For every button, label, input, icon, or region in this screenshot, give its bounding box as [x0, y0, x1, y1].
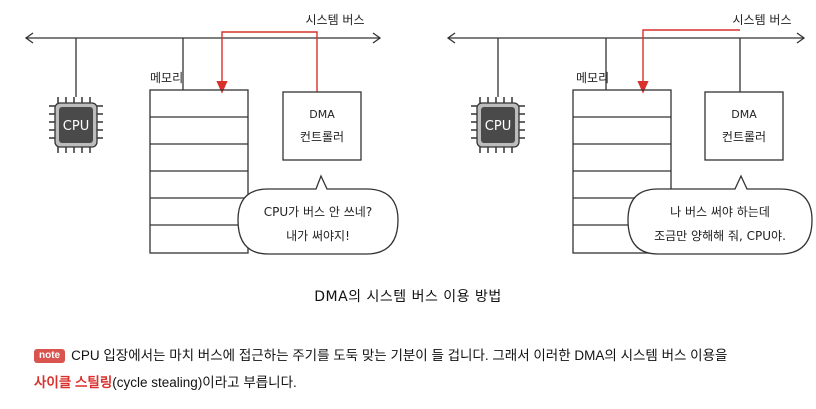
- dma-diagram: 시스템 버스: [24, 13, 813, 255]
- memory-label: 메모리: [576, 71, 609, 85]
- system-bus: [446, 32, 806, 44]
- note-text-before: CPU 입장에서는 마치 버스에 접근하는 주기를 도둑 맞는 기분이 들 겁니…: [71, 348, 728, 363]
- panel-right: 시스템 버스 CPU: [446, 13, 813, 255]
- note-text-after: (cycle stealing)이라고 부릅니다.: [112, 375, 297, 390]
- figure-caption: DMA의 시스템 버스 이용 방법: [314, 289, 502, 305]
- bubble-line1: 나 버스 써야 하는데: [670, 205, 770, 219]
- bubble-line1: CPU가 버스 안 쓰네?: [264, 205, 372, 219]
- dma-memory-path: [637, 29, 740, 94]
- bubble-line2: 내가 써야지!: [286, 229, 350, 243]
- note-paragraph: note CPU 입장에서는 마치 버스에 접근하는 주기를 도둑 맞는 기분이 …: [34, 342, 804, 396]
- panel-left: 시스템 버스: [24, 13, 399, 255]
- dma-label-line1: DMA: [731, 108, 757, 121]
- note-highlight-term: 사이클 스틸링: [34, 375, 113, 390]
- memory-block: [572, 89, 672, 254]
- dma-label-line2: 컨트롤러: [300, 130, 344, 144]
- note-badge: note: [34, 349, 66, 363]
- bus-label: 시스템 버스: [305, 13, 364, 27]
- cpu-label: CPU: [485, 119, 511, 134]
- dma-memory-path: [216, 31, 318, 94]
- cpu-chip: CPU: [49, 97, 103, 153]
- system-bus: [24, 32, 382, 44]
- bus-label: 시스템 버스: [732, 13, 791, 27]
- speech-bubble: [627, 174, 813, 255]
- dma-label-line2: 컨트롤러: [722, 130, 766, 144]
- memory-label: 메모리: [150, 71, 183, 85]
- bubble-line2: 조금만 양해해 줘, CPU야.: [654, 229, 786, 243]
- dma-controller-box: [704, 91, 784, 161]
- memory-block: [149, 89, 249, 254]
- dma-label-line1: DMA: [309, 108, 335, 121]
- cpu-chip: CPU: [471, 97, 525, 153]
- dma-controller-box: [282, 91, 362, 161]
- speech-bubble: [237, 174, 399, 255]
- cpu-label: CPU: [63, 119, 89, 134]
